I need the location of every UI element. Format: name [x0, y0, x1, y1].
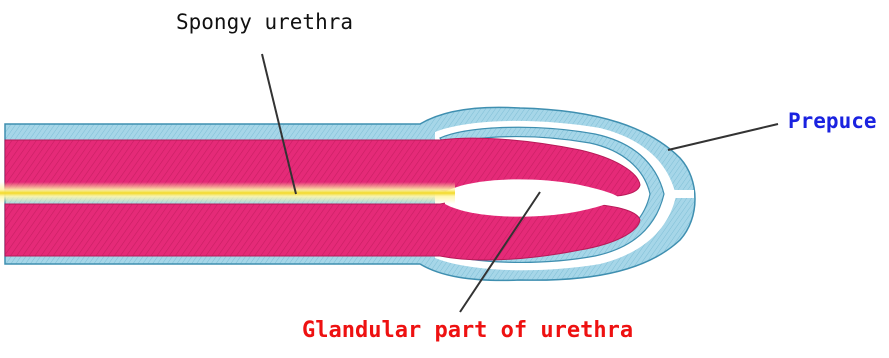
prepuce-label: Prepuce [788, 111, 877, 132]
prepuce-tip-gap [674, 190, 694, 198]
prepuce-leader [668, 124, 778, 150]
spongy-urethra-label: Spongy urethra [176, 12, 353, 33]
glandular-part-label: Glandular part of urethra [302, 320, 633, 342]
spongy-urethra-channel [0, 182, 455, 204]
